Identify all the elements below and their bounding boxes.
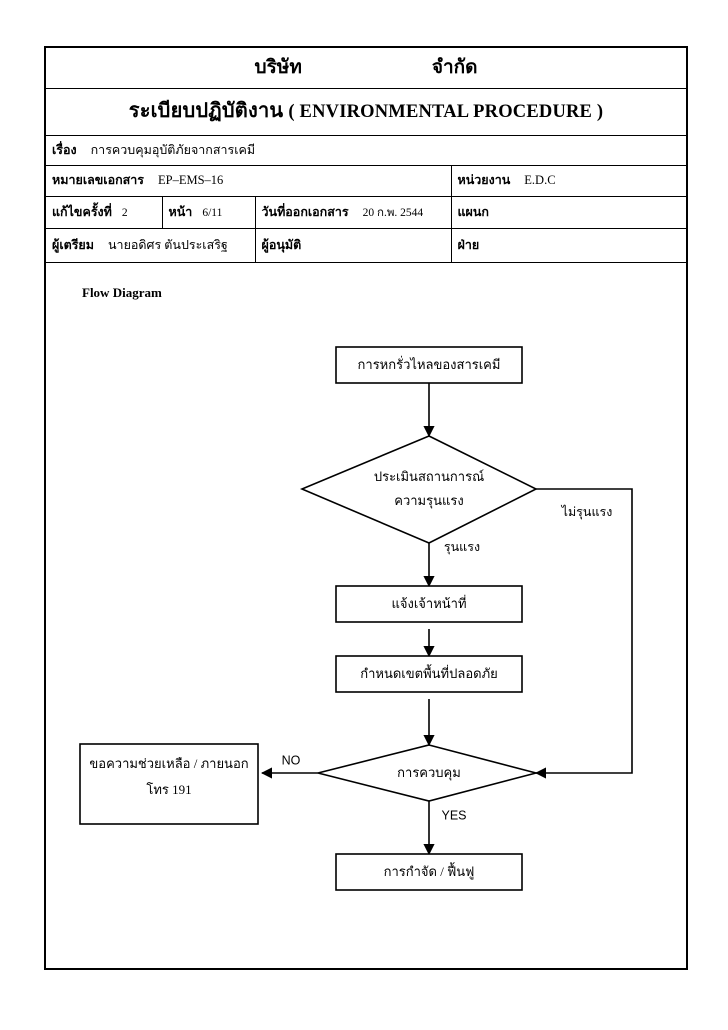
edge-assess-notsevere-to-control: [534, 488, 633, 779]
document-header-table: บริษัท จำกัด ระเบียบปฏิบัติงาน ( ENVIRON…: [46, 48, 687, 263]
approver-label: ผู้อนุมัติ: [261, 237, 302, 252]
revision-row: แก้ไขครั้งที่ 2 หน้า 6/11 วันที่ออกเอกสา…: [46, 196, 687, 229]
preparer-label: ผู้เตรียม: [52, 237, 94, 252]
node-assess-severity: ประเมินสถานการณ์ ความรุนแรง: [299, 435, 538, 544]
node-disposal-recovery: การกำจัด / ฟื้นฟู: [335, 853, 523, 891]
node-external-help: ขอความช่วยเหลือ / ภายนอก โทร 191: [79, 743, 259, 825]
issue-date-value: 20 ก.พ. 2544: [362, 206, 424, 219]
node-notify-officer: แจ้งเจ้าหน้าที่: [335, 585, 523, 623]
procedure-title-english: ( ENVIRONMENTAL PROCEDURE ): [288, 102, 604, 123]
node-notify-officer-label: แจ้งเจ้าหน้าที่: [391, 595, 466, 611]
signature-row: ผู้เตรียม นายอดิศร ตันประเสริฐ ผู้อนุมัต…: [46, 228, 687, 263]
page-border: [44, 46, 688, 970]
node-define-safe-zone-label: กำหนดเขตพื้นที่ปลอดภัย: [360, 664, 498, 681]
issue-date-label: วันที่ออกเอกสาร: [261, 204, 349, 219]
document-number-label: หมายเลขเอกสาร: [52, 173, 145, 188]
edge-label-not-severe: ไม่รุนแรง: [561, 505, 613, 520]
node-chemical-spill-label: การหกรั่วไหลของสารเคมี: [358, 356, 501, 372]
revision-label: แก้ไขครั้งที่: [52, 204, 112, 219]
edge-label-yes: YES: [441, 808, 466, 822]
company-row: บริษัท จำกัด: [46, 48, 687, 89]
company-prefix: บริษัท: [254, 57, 302, 79]
document-number-row: หมายเลขเอกสาร EP–EMS–16 หน่วยงาน E.D.C: [46, 165, 687, 197]
division-label: ฝ่าย: [457, 237, 480, 252]
node-external-help-label-line2: โทร 191: [146, 782, 191, 797]
node-define-safe-zone: กำหนดเขตพื้นที่ปลอดภัย: [335, 655, 523, 693]
page-value: 6/11: [202, 206, 223, 219]
unit-value: E.D.C: [524, 173, 556, 188]
node-control-decision-label: การควบคุม: [397, 765, 461, 781]
node-assess-severity-label-line2: ความรุนแรง: [394, 493, 463, 509]
preparer-value: นายอดิศร ตันประเสริฐ: [108, 237, 228, 252]
node-disposal-recovery-label: การกำจัด / ฟื้นฟู: [384, 862, 475, 880]
page-label: หน้า: [168, 204, 193, 219]
edge-label-severe: รุนแรง: [444, 540, 480, 555]
section-label: แผนก: [457, 204, 490, 219]
edge-label-no: NO: [282, 753, 301, 767]
document-number-value: EP–EMS–16: [158, 173, 224, 188]
flow-diagram: การหกรั่วไหลของสารเคมี ประเมินสถานการณ์ …: [44, 46, 688, 970]
company-suffix: จำกัด: [431, 57, 478, 79]
node-chemical-spill: การหกรั่วไหลของสารเคมี: [335, 346, 523, 384]
procedure-title-row: ระเบียบปฏิบัติงาน ( ENVIRONMENTAL PROCED…: [46, 88, 687, 136]
procedure-title-thai: ระเบียบปฏิบัติงาน: [128, 100, 284, 123]
flow-diagram-heading: Flow Diagram: [82, 285, 162, 300]
node-assess-severity-label-line1: ประเมินสถานการณ์: [374, 469, 484, 484]
subject-row: เรื่อง การควบคุมอุบัติภัยจากสารเคมี: [46, 135, 687, 166]
unit-label: หน่วยงาน: [457, 173, 511, 188]
node-external-help-label-line1: ขอความช่วยเหลือ / ภายนอก: [89, 756, 248, 771]
subject-label: เรื่อง: [52, 142, 77, 157]
node-control-decision: การควบคุม: [317, 744, 540, 802]
revision-value: 2: [121, 206, 128, 219]
subject-value: การควบคุมอุบัติภัยจากสารเคมี: [90, 142, 256, 157]
